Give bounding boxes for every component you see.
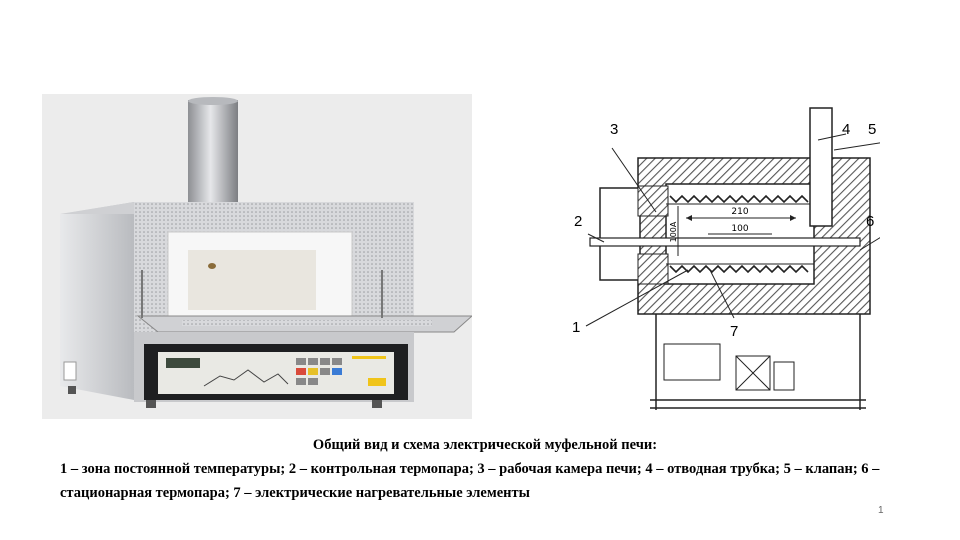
control-unit-box xyxy=(663,343,721,381)
label-1: 1 xyxy=(572,319,580,336)
dimension-100a: 100A xyxy=(669,221,678,242)
dimension-100: 100 xyxy=(731,224,748,234)
furnace-photo xyxy=(42,94,474,419)
chimney xyxy=(188,100,238,204)
label-5: 5 xyxy=(868,121,876,138)
muffle-furnace-illustration xyxy=(60,97,474,408)
heating-element-bottom xyxy=(669,264,809,274)
label-3: 3 xyxy=(610,121,618,138)
label-2: 2 xyxy=(574,213,582,230)
label-7: 7 xyxy=(730,323,738,340)
furnace-cross-section-diagram: 210 100 100A 3 2 4 5 6 1 7 xyxy=(572,107,887,410)
label-6: 6 xyxy=(866,213,874,230)
thermocouple xyxy=(589,237,861,247)
caption-title: Общий вид и схема электрической муфельно… xyxy=(312,437,658,453)
furnace-side-panel xyxy=(60,202,134,400)
page-number: 1 xyxy=(878,505,884,516)
figure-caption: Общий вид и схема электрической муфельно… xyxy=(60,433,910,505)
label-4: 4 xyxy=(842,121,850,138)
caption-body: 1 – зона постоянной температуры; 2 – кон… xyxy=(60,461,880,501)
furnace-scheme: 210 100 100A 3 2 4 5 6 1 7 xyxy=(560,100,887,420)
outlet-tube xyxy=(809,107,833,227)
dimension-210: 210 xyxy=(731,207,748,217)
heating-element-top xyxy=(669,194,809,204)
